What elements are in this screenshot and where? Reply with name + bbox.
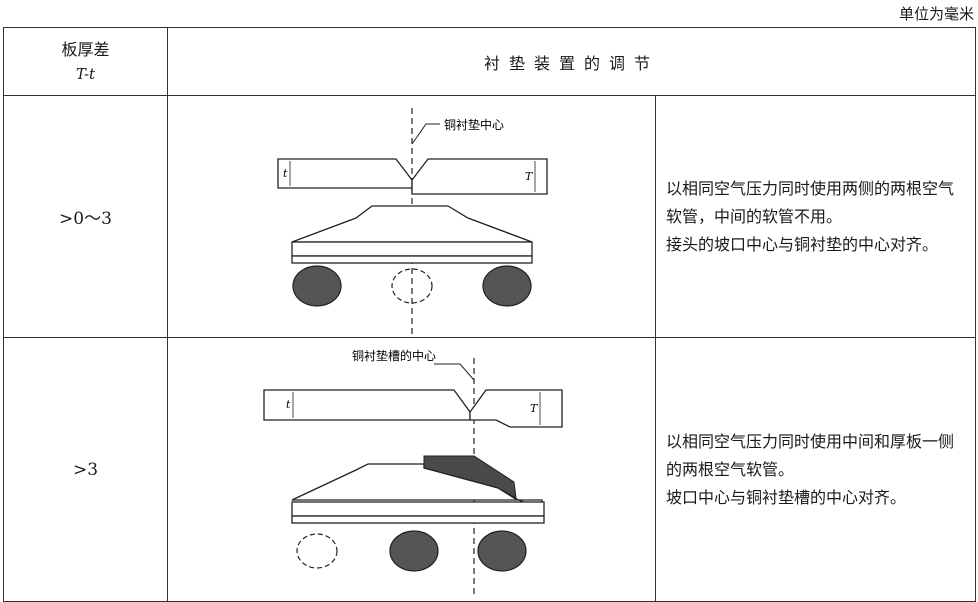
table-row: >3 铜衬垫槽的中心 t T — [3, 337, 977, 602]
leader-line — [411, 123, 440, 145]
dim-t-label: t — [283, 167, 288, 180]
center-label: 铜衬垫槽的中心 — [352, 348, 436, 363]
base-plate-bottom — [291, 255, 533, 264]
description-line: 以相同空气压力同时使用两侧的两根空气软管，中间的软管不用。 — [666, 178, 955, 226]
header-label: 板厚差 — [61, 39, 110, 59]
air-hose-right-active — [477, 530, 527, 572]
description-line: 坡口中心与铜衬垫槽的中心对齐。 — [666, 487, 907, 507]
thin-plate — [277, 158, 413, 189]
air-hose-right-active — [482, 265, 532, 307]
header-adjustment: 衬垫装置的调节 — [166, 27, 977, 96]
figure-cell: 铜衬垫中心 t T — [167, 95, 656, 338]
air-hose-middle-active — [389, 530, 439, 572]
dim-t-label: t — [286, 398, 291, 411]
thin-plate — [263, 389, 471, 421]
backing-diagram-1: 铜衬垫中心 t T — [277, 108, 548, 334]
description-line: 接头的坡口中心与铜衬垫的中心对齐。 — [666, 234, 939, 254]
leader-line — [434, 363, 475, 381]
air-hose-left-active — [292, 265, 342, 307]
dim-T-label: T — [525, 170, 534, 183]
base-plate-top — [291, 501, 545, 517]
backing-diagram-2: 铜衬垫槽的中心 t T — [263, 348, 563, 596]
backing-adjustment-table: 板厚差 T-t 衬垫装置的调节 >0～3 铜衬垫中心 t — [3, 27, 977, 602]
unit-note: 单位为毫米 — [898, 5, 974, 23]
dim-T-label: T — [530, 402, 539, 415]
description-cell: 以相同空气压力同时使用两侧的两根空气软管，中间的软管不用。 接头的坡口中心与铜衬… — [654, 95, 977, 338]
figure-cell: 铜衬垫槽的中心 t T — [167, 337, 656, 602]
base-plate-bottom — [291, 515, 545, 524]
condition-cell: >3 — [3, 337, 168, 602]
table-row: >0～3 铜衬垫中心 t T — [3, 95, 977, 338]
base-plate-top — [291, 241, 533, 257]
header-symbol: T-t — [75, 64, 96, 83]
air-hose-left-unused — [296, 533, 338, 569]
thick-plate — [469, 389, 563, 428]
header-thickness-difference: 板厚差 T-t — [3, 27, 168, 96]
condition-cell: >0～3 — [3, 95, 168, 338]
description-cell: 以相同空气压力同时使用中间和厚板一侧的两根空气软管。 坡口中心与铜衬垫槽的中心对… — [654, 337, 977, 602]
air-hose-middle-unused — [391, 268, 433, 304]
center-label: 铜衬垫中心 — [444, 117, 504, 132]
backing-holder — [291, 205, 533, 243]
thick-plate — [411, 158, 548, 195]
description-line: 以相同空气压力同时使用中间和厚板一侧的两根空气软管。 — [666, 431, 955, 479]
table-header-row: 板厚差 T-t 衬垫装置的调节 — [3, 27, 977, 96]
